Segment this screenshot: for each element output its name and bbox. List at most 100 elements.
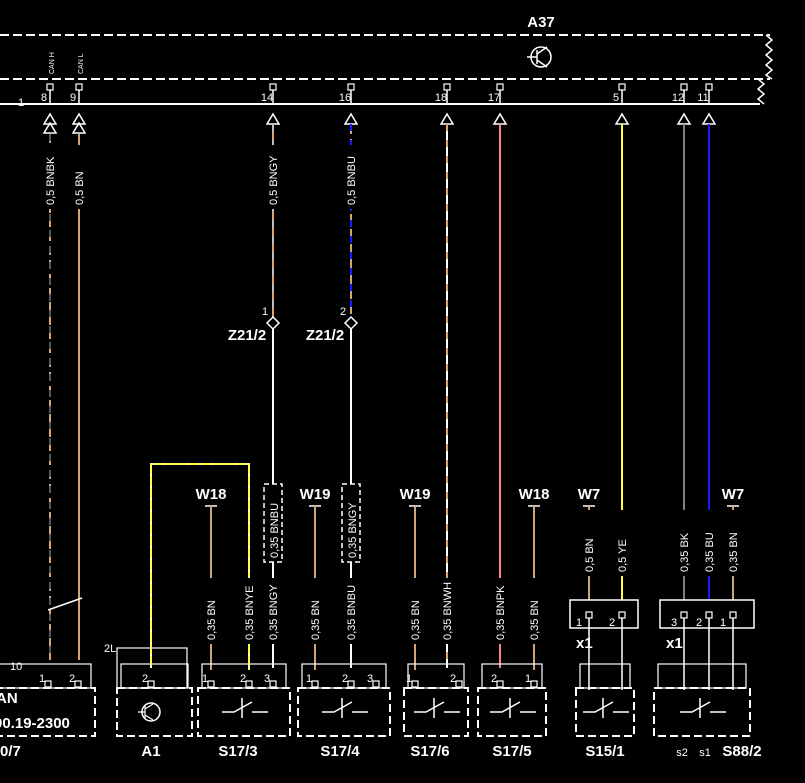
component-pin: [44, 680, 52, 688]
component-pin: [245, 680, 253, 688]
connector-arrow-top-lower: [71, 121, 87, 134]
switch-icon: [414, 698, 460, 718]
component-pin: [311, 680, 319, 688]
component-extra-label: 10: [10, 661, 22, 673]
connector-pin: [618, 611, 626, 619]
connector-x1-box: [659, 599, 755, 629]
component-pin-number: 1: [306, 673, 312, 685]
splice-diamond: [343, 315, 359, 331]
wire-label-bg: [266, 578, 280, 644]
switch-icon: [222, 698, 268, 718]
component-box: [116, 687, 193, 737]
connector-arrow-top-lower: [42, 121, 58, 134]
module-pin-signal: CAN L: [78, 53, 85, 74]
module-left-marker: 1: [18, 97, 24, 109]
component-pin: [411, 680, 419, 688]
component-extra-label: 2L: [104, 643, 116, 655]
switch-icon: [490, 698, 536, 718]
wire-label-top: 0,5 BNBU: [346, 156, 358, 205]
connector-arrow-top: [676, 112, 692, 125]
switch-icon: [322, 698, 368, 718]
ground-label: W7: [578, 486, 601, 503]
wire-label-box: [341, 483, 361, 563]
splice-pin-number: 1: [262, 306, 268, 318]
component-pin: [269, 680, 277, 688]
component-connector: [481, 663, 543, 689]
component-pin: [496, 680, 504, 688]
wires-layer: [0, 83, 755, 737]
wire-label-bg: [615, 510, 629, 576]
module-pin-terminal: [269, 83, 277, 91]
wire-a1-yellow-stripe: [150, 463, 250, 670]
wire-label-bottom: 0,35 BN: [206, 600, 218, 640]
connector-name: x1: [576, 635, 593, 652]
module-pin-terminal: [496, 83, 504, 91]
module-pin-number: 14: [261, 92, 273, 104]
wire-label-bottom: 0,35 BNYE: [244, 586, 256, 640]
component-pin-number: 3: [264, 673, 270, 685]
connector-x1-box: [569, 599, 639, 629]
component-connector: [0, 663, 92, 689]
module-pin-number: 11: [697, 92, 708, 104]
component-sub-label: s2: [676, 747, 688, 759]
component-pin: [74, 680, 82, 688]
wire-label-boxed: 0,35 BNGY: [347, 502, 359, 558]
component-name: A1: [141, 743, 160, 760]
component-connector: [201, 663, 287, 689]
wire-label-bottom: 0,35 BNWH: [442, 582, 454, 640]
component-connector: [407, 663, 465, 689]
connector-pin: [585, 611, 593, 619]
component-pin: [347, 680, 355, 688]
component-connector: [301, 663, 387, 689]
wire-label-bg: [440, 578, 454, 644]
module-pin-number: 17: [488, 92, 500, 104]
ground-label: W19: [400, 486, 431, 503]
component-note: AN: [0, 690, 18, 707]
splice-name: Z21/2: [306, 327, 344, 344]
wire-label-bottom: 0,35 BNBU: [346, 585, 358, 640]
component-name: 0/7: [0, 743, 21, 760]
switch-icon: [583, 698, 629, 718]
component-pin-number: 2: [491, 673, 497, 685]
module-pin-terminal: [443, 83, 451, 91]
ground-label: W18: [519, 486, 550, 503]
wire-label-bg: [493, 578, 507, 644]
component-pin-number: 2: [450, 673, 456, 685]
wire-label-top: 0,5 BNGY: [268, 155, 280, 205]
wire-label-bottom: 0,35 BN: [529, 600, 541, 640]
splice-diamond: [265, 315, 281, 331]
wire-label-bottom: 0,5 BN: [584, 538, 596, 572]
component-box: [297, 687, 391, 737]
module-pin-number: 5: [613, 92, 619, 104]
component-name: S17/3: [218, 743, 257, 760]
component-pin-number: 3: [367, 673, 373, 685]
wire-label-bottom: 0,35 BN: [728, 532, 740, 572]
module-pin-number: 9: [70, 92, 76, 104]
module-pin-number: 18: [435, 92, 447, 104]
wire-label-bg: [72, 145, 86, 209]
component-name: S17/5: [492, 743, 531, 760]
connector-pin-number: 2: [609, 617, 615, 629]
component-pin: [147, 680, 155, 688]
component-pin-number: 2: [342, 673, 348, 685]
wire-label-bg: [527, 578, 541, 644]
component-name: S17/6: [410, 743, 449, 760]
component-connector: [579, 663, 631, 689]
component-pin-number: 1: [39, 673, 45, 685]
module-pin-number: 12: [672, 92, 684, 104]
connector-arrow-top: [439, 112, 455, 125]
wire-label-bg: [726, 510, 740, 576]
component-pin: [455, 680, 463, 688]
component-name: S17/4: [320, 743, 360, 760]
component-pin-number: 2: [240, 673, 246, 685]
component-pin: [372, 680, 380, 688]
wire-label-bg: [344, 578, 358, 644]
component-name: S15/1: [585, 743, 624, 760]
module-pin-terminal: [680, 83, 688, 91]
can-ground-stub: [47, 597, 83, 611]
component-pin: [530, 680, 538, 688]
component-box: [477, 687, 547, 737]
connector-pin-number: 1: [576, 617, 582, 629]
